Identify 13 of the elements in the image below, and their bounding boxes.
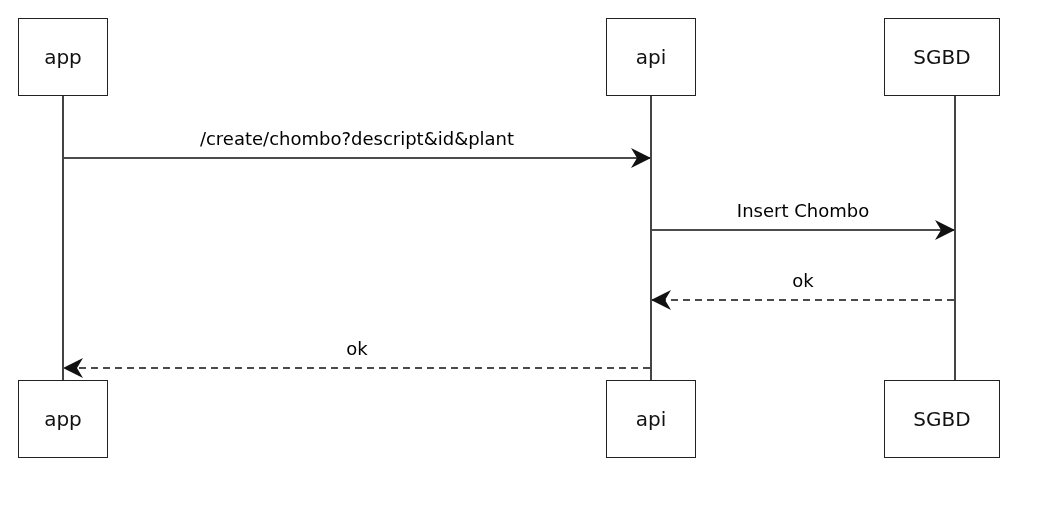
participant-box: app — [18, 380, 108, 458]
participant-box: api — [606, 18, 696, 96]
message-arrow — [651, 220, 955, 240]
participant-box: app — [18, 18, 108, 96]
lifeline — [62, 96, 64, 380]
lifeline — [954, 96, 956, 380]
message-arrow — [63, 358, 651, 378]
message-arrow — [63, 148, 651, 168]
message-arrow — [651, 290, 955, 310]
participant-box: SGBD — [884, 18, 1000, 96]
participant-box: SGBD — [884, 380, 1000, 458]
participant-box: api — [606, 380, 696, 458]
lifeline — [650, 96, 652, 380]
